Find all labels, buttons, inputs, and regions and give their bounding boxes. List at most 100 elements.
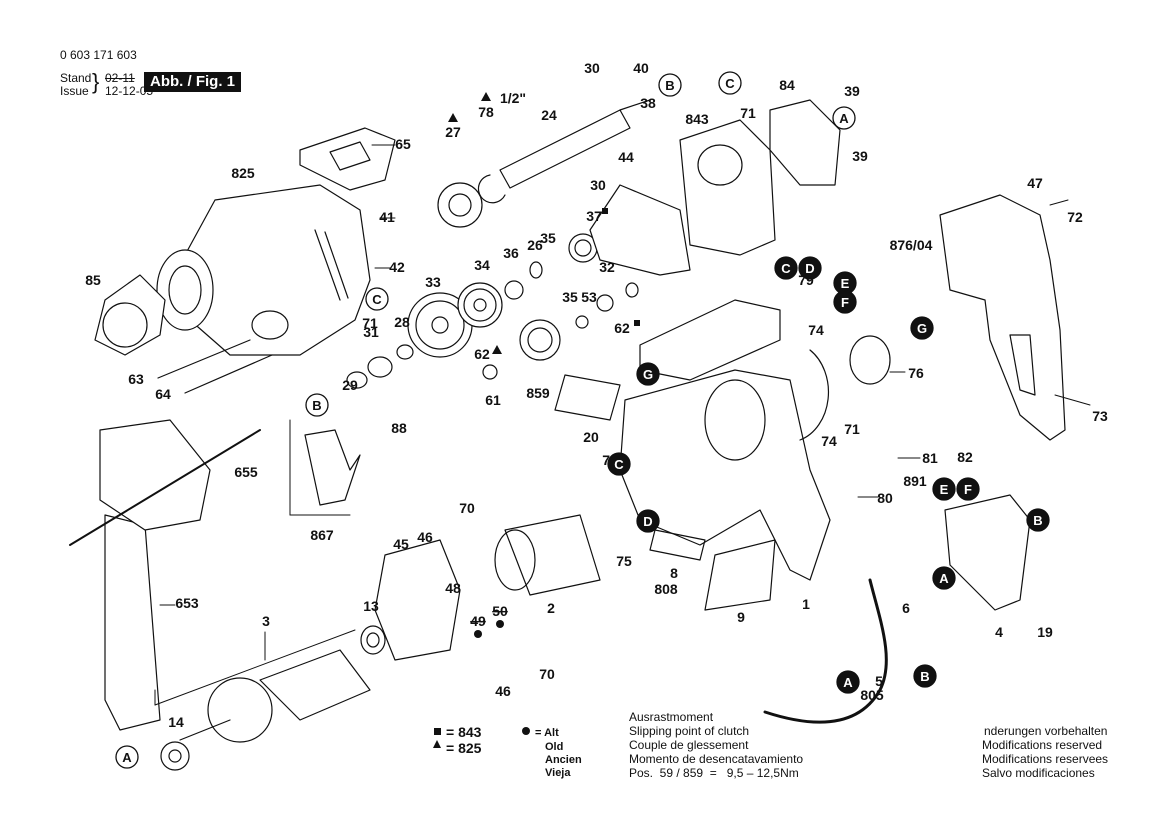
connector-marker-b: B (658, 73, 682, 97)
legend-dot: = Alt (535, 727, 559, 739)
switch-4 (944, 494, 1031, 611)
depth-gauge-655 (69, 429, 261, 546)
svg-text:A: A (122, 750, 132, 765)
svg-text:B: B (1033, 513, 1042, 528)
svg-text:G: G (643, 367, 653, 382)
part-label-30a: 30 (584, 60, 600, 76)
part-label-6: 6 (902, 600, 910, 616)
part-label-82: 82 (957, 449, 973, 465)
spindle-24 (499, 99, 651, 189)
modifications-line: Modifications reserved (982, 738, 1103, 752)
brace: } (92, 69, 100, 94)
svg-text:D: D (805, 261, 814, 276)
connector-marker-a: A (932, 566, 956, 590)
part-label-46a: 46 (417, 529, 433, 545)
part-label-44: 44 (618, 149, 634, 165)
legend-dot-line: Vieja (545, 767, 571, 779)
cover-79 (639, 299, 781, 381)
stand-label: Stand (60, 71, 92, 85)
part-label-655: 655 (234, 464, 258, 480)
part-label-4: 4 (995, 624, 1003, 640)
part-label-31: 31 (363, 324, 379, 340)
part-label-805: 805 (860, 687, 884, 703)
part-label-49: 49 (470, 613, 486, 629)
connector-marker-a: A (836, 670, 860, 694)
part-label-76: 76 (908, 365, 924, 381)
triangle-825-marker (481, 92, 491, 101)
part-label-26: 26 (527, 237, 543, 253)
connector-marker-g: G (636, 362, 660, 386)
old-part-dot-marker (474, 630, 482, 638)
svg-text:E: E (841, 276, 850, 291)
part-label-63: 63 (128, 371, 144, 387)
part-label-37: 37 (586, 208, 602, 224)
connector-marker-d: D (798, 256, 822, 280)
screw-64 (184, 354, 273, 394)
part-label-72: 72 (1067, 209, 1083, 225)
legend-dot-line: Old (545, 741, 564, 753)
cover-84 (769, 99, 841, 186)
svg-text:C: C (725, 76, 735, 91)
part-label-33: 33 (425, 274, 441, 290)
connector-marker-b: B (305, 393, 329, 417)
connector-marker-c: C (365, 287, 389, 311)
part-label-39a: 39 (844, 83, 860, 99)
square-843-marker (602, 208, 608, 214)
svg-text:E: E (940, 482, 949, 497)
part-label-46b: 46 (495, 683, 511, 699)
part-label-47: 47 (1027, 175, 1043, 191)
aux-handle-653 (99, 419, 211, 731)
part-label-half-inch: 1/2" (500, 90, 526, 106)
part-label-653: 653 (175, 595, 199, 611)
label-8 (649, 529, 706, 561)
part-label-75b: 75 (616, 553, 632, 569)
part-label-88: 88 (391, 420, 407, 436)
triangle-symbol (433, 740, 441, 748)
armature-3 (179, 649, 371, 743)
part-label-74b: 74 (821, 433, 837, 449)
part-label-70a: 70 (459, 500, 475, 516)
connector-marker-c: C (774, 256, 798, 280)
gear-859 (519, 319, 561, 361)
brush-holder-76 (849, 335, 891, 385)
part-label-71b: 71 (362, 315, 378, 331)
part-label-78: 78 (478, 104, 494, 120)
legend-triangle: = 825 (446, 740, 482, 756)
part-label-53: 53 (581, 289, 597, 305)
gear-34 (457, 282, 503, 328)
clutch-note-line: Slipping point of clutch (629, 724, 750, 738)
chuck-85 (94, 274, 166, 356)
triangle-825-marker (448, 113, 458, 122)
part-label-35a: 35 (540, 230, 556, 246)
svg-text:A: A (839, 111, 849, 126)
part-label-867: 867 (310, 527, 334, 543)
part-label-35b: 35 (562, 289, 578, 305)
svg-text:C: C (614, 457, 624, 472)
dot-symbol (522, 727, 530, 735)
bearing-13 (360, 625, 386, 655)
ring-78 (477, 174, 506, 204)
part-label-73: 73 (1092, 408, 1108, 424)
figure-badge: Abb. / Fig. 1 (144, 72, 241, 92)
part-label-71c: 71 (844, 421, 860, 437)
part-label-42: 42 (389, 259, 405, 275)
part-label-64: 64 (155, 386, 171, 402)
connector-marker-c: C (607, 452, 631, 476)
plate-44 (589, 184, 691, 276)
issue-label: Issue (60, 84, 89, 98)
issue-date: 12-12-05 (105, 84, 154, 98)
part-label-36: 36 (503, 245, 519, 261)
part-label-3: 3 (262, 613, 270, 629)
handle-47 (939, 194, 1066, 441)
part-label-48: 48 (445, 580, 461, 596)
bearing-27 (437, 182, 483, 228)
connector-marker-a: A (115, 745, 139, 769)
part-label-28: 28 (394, 314, 410, 330)
part-label-62b: 62 (474, 346, 490, 362)
connector-marker-e: E (932, 477, 956, 501)
stand-date: 02-11 (105, 71, 135, 85)
part-label-30b: 30 (590, 177, 606, 193)
part-label-61: 61 (485, 392, 501, 408)
part-label-84: 84 (779, 77, 795, 93)
